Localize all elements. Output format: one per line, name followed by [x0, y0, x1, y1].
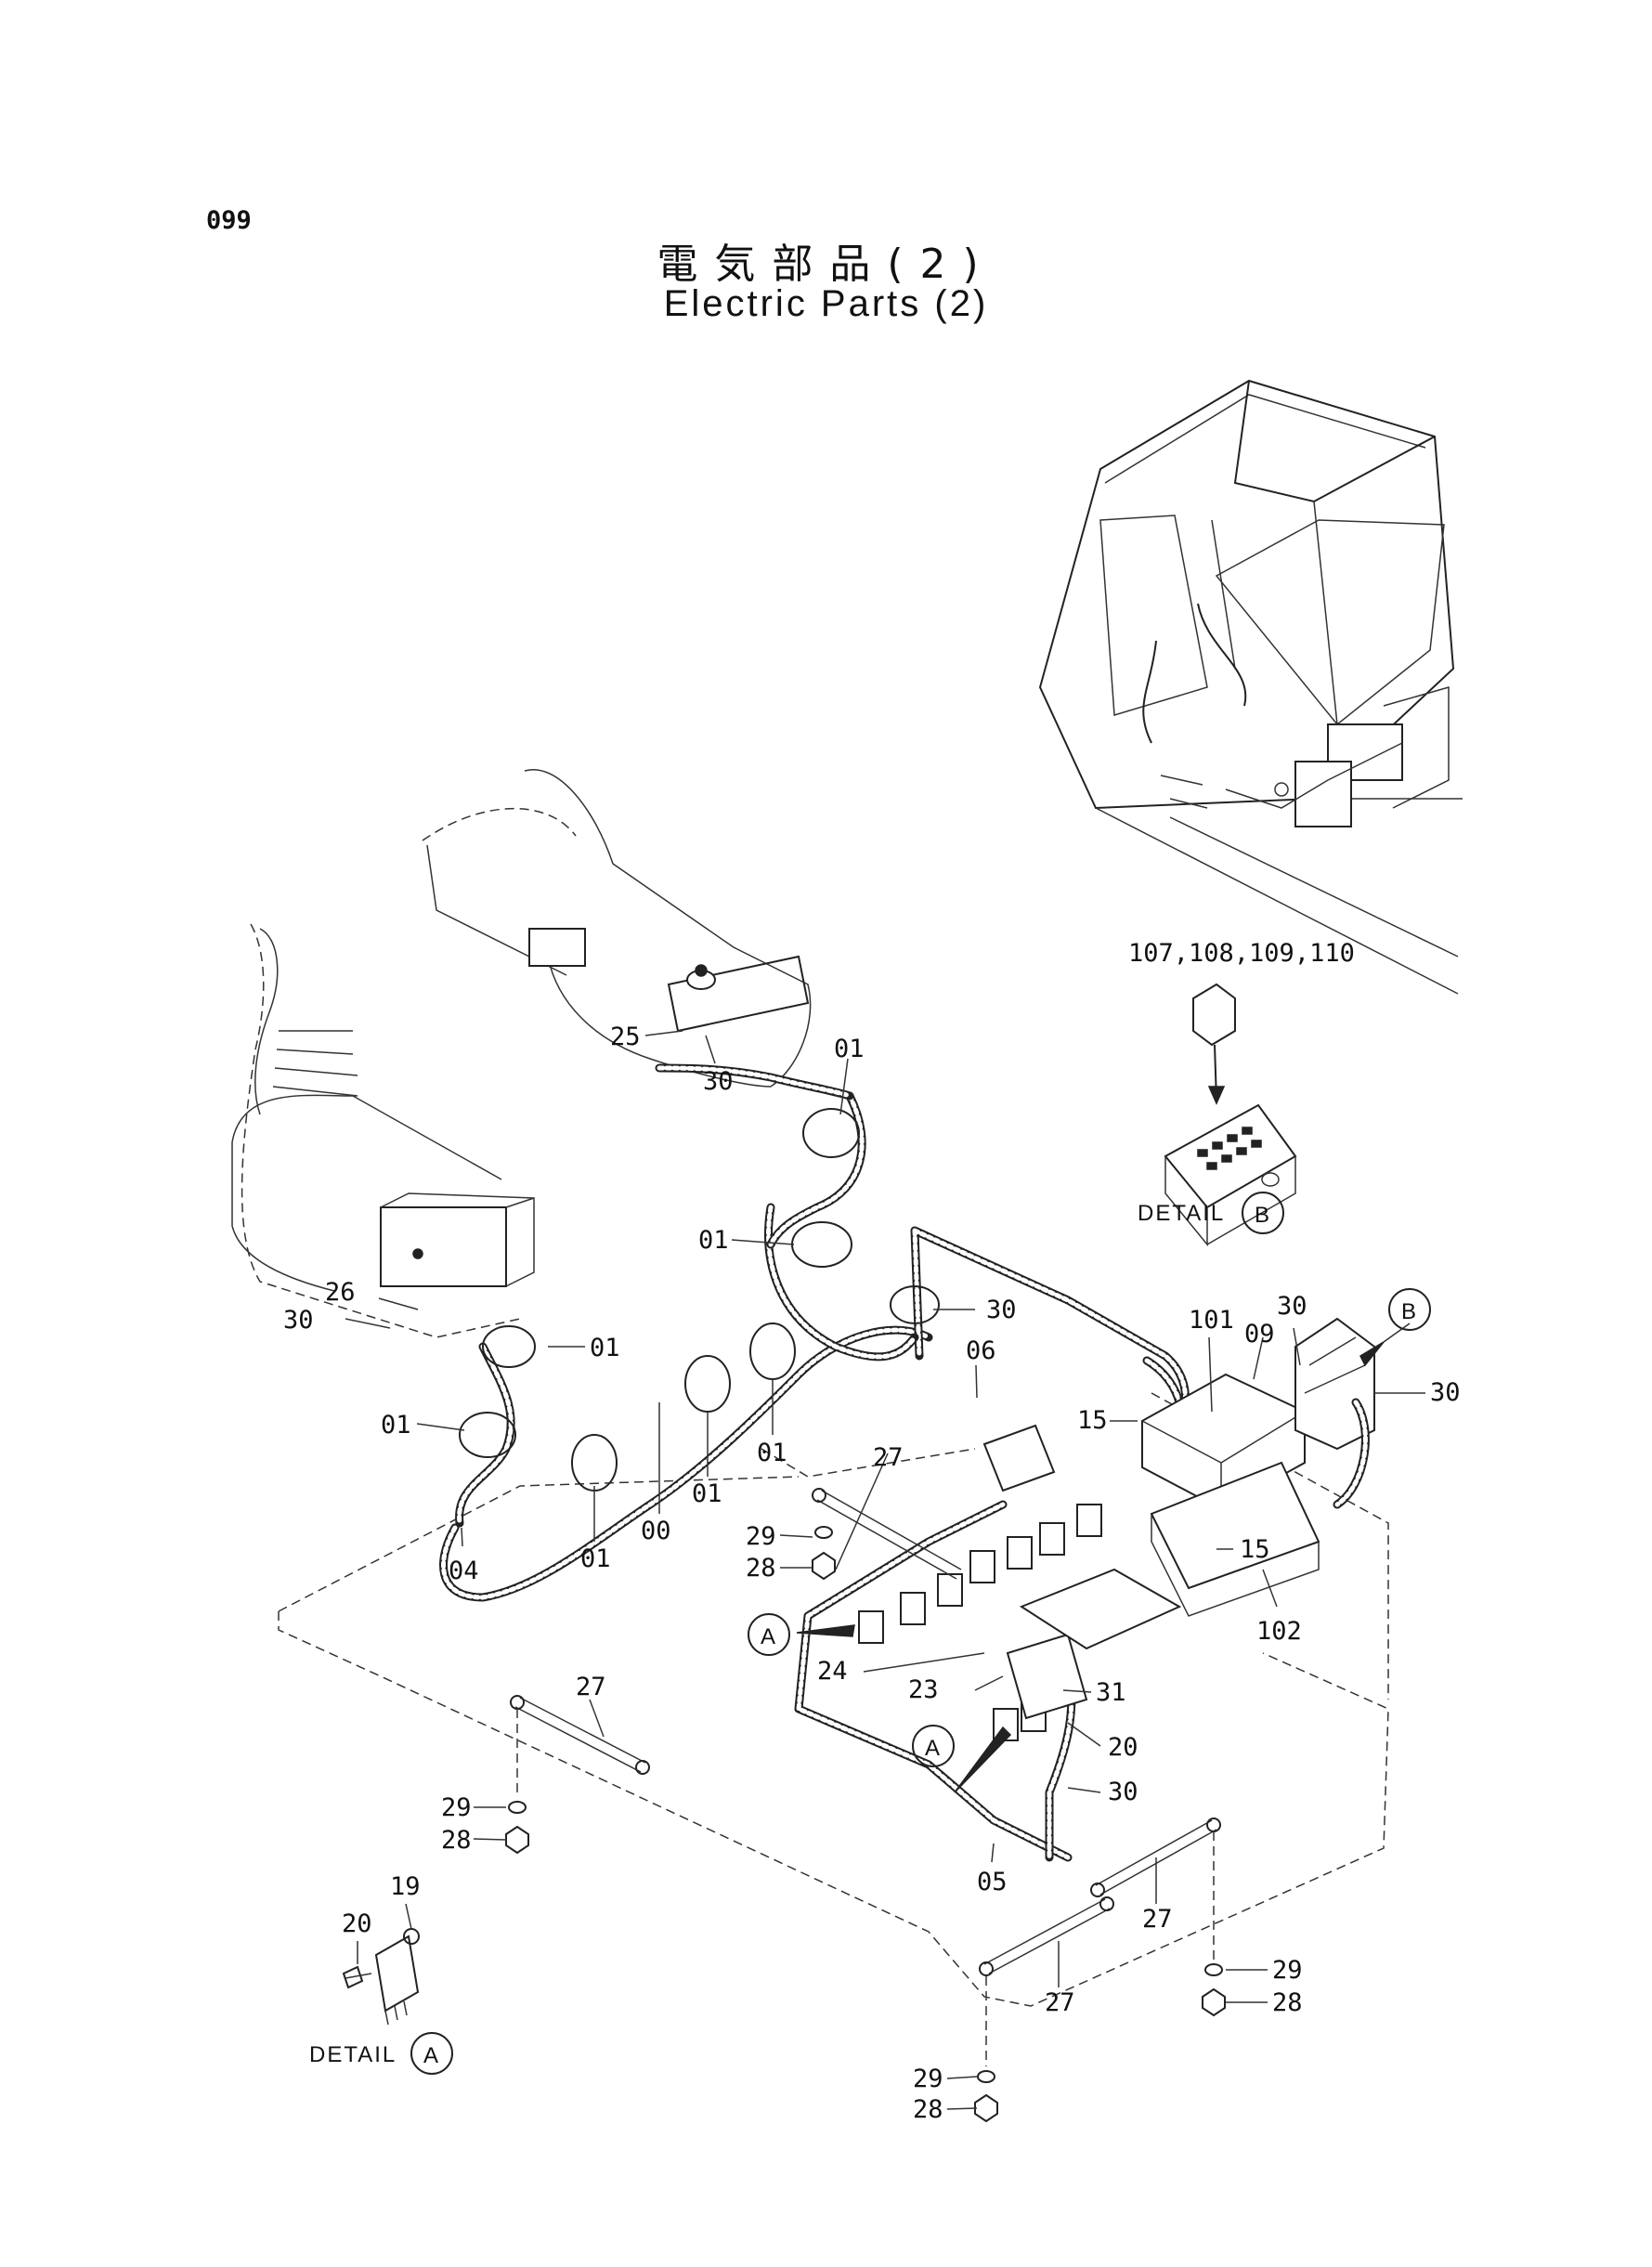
callout-01-mid: 01 [698, 1226, 729, 1255]
callout-101: 101 [1189, 1306, 1234, 1335]
callout-01-lower-left: 01 [381, 1411, 411, 1440]
page-title-japanese: 電気部品(2) [657, 241, 995, 288]
callout-01-c: 01 [757, 1439, 787, 1467]
callout-15-b: 15 [1240, 1535, 1270, 1564]
callout-19-detail: 19 [390, 1872, 421, 1901]
callout-29-top: 29 [746, 1522, 776, 1551]
callout-26: 26 [325, 1278, 356, 1307]
callout-20-main: 20 [1108, 1733, 1138, 1762]
page-title-english: Electric Parts (2) [663, 283, 989, 324]
callout-28-bottom: 28 [913, 2095, 943, 2124]
callout-04: 04 [449, 1557, 479, 1585]
callout-28-top: 28 [746, 1554, 776, 1583]
washers-and-nuts [505, 1526, 1226, 2123]
cab-overview-drawing [1038, 379, 1463, 995]
marker-b: B [1388, 1288, 1431, 1331]
callout-27-top: 27 [873, 1443, 904, 1472]
fuse-box-detail-b [1164, 983, 1297, 1247]
callout-30-right: 30 [1430, 1378, 1461, 1407]
page-number: 099 [206, 206, 252, 235]
callout-30-left: 30 [283, 1306, 314, 1335]
callout-01-left: 01 [590, 1334, 620, 1362]
callout-30-main: 30 [1108, 1778, 1138, 1806]
callout-28-left: 28 [441, 1826, 472, 1855]
marker-a1-letter: A [761, 1624, 777, 1649]
callout-23: 23 [908, 1675, 939, 1704]
detail-a-label: DETAIL A [309, 2032, 453, 2075]
detail-b-letter: B [1255, 1203, 1271, 1228]
callout-29-right: 29 [1272, 1956, 1303, 1985]
callout-fuse-set: 107,108,109,110 [1128, 939, 1355, 968]
callout-28-right: 28 [1272, 1988, 1303, 2017]
leader-lines [345, 1030, 1425, 2110]
detail-a-text: DETAIL [309, 2042, 397, 2067]
callout-102: 102 [1256, 1617, 1302, 1646]
callout-05: 05 [977, 1868, 1008, 1896]
callout-01-top: 01 [834, 1035, 865, 1063]
relay-connectors [858, 1424, 1182, 1741]
detail-a-letter: A [423, 2043, 440, 2068]
callout-00: 00 [641, 1517, 671, 1545]
callout-27-left: 27 [576, 1673, 606, 1701]
callout-15-a: 15 [1077, 1406, 1108, 1435]
marker-b-letter: B [1401, 1299, 1418, 1324]
harness-clamps [459, 1108, 940, 1492]
right-console-drawing [422, 768, 812, 1088]
callout-01-b: 01 [692, 1479, 722, 1508]
callout-30-top: 30 [703, 1067, 734, 1096]
marker-a2-letter: A [925, 1736, 942, 1761]
detail-b-label: DETAIL B [1138, 1192, 1284, 1234]
callout-29-bottom: 29 [913, 2065, 943, 2093]
callout-labels: 107,108,109,110 25 30 01 01 30 26 30 01 … [283, 939, 1461, 2124]
callout-25: 25 [610, 1023, 641, 1051]
callout-30-right-top: 30 [1277, 1292, 1307, 1321]
callout-24: 24 [817, 1657, 848, 1686]
callout-09: 09 [1244, 1320, 1275, 1348]
callout-20-detail: 20 [342, 1909, 372, 1938]
left-console-drawing [231, 923, 535, 1338]
fuse-slots [1197, 1127, 1262, 1170]
controller-units [1141, 1373, 1320, 1617]
callout-06: 06 [966, 1336, 996, 1365]
callout-29-left: 29 [441, 1793, 472, 1822]
marker-a1: A [748, 1613, 790, 1656]
floor-straps [510, 1488, 1221, 2066]
callout-31: 31 [1096, 1678, 1126, 1707]
marker-a2: A [912, 1725, 955, 1767]
detail-b-text: DETAIL [1138, 1201, 1225, 1226]
fuse-bracket-b [1294, 1317, 1375, 1509]
callout-30-clip: 30 [986, 1296, 1017, 1324]
callout-27-r1: 27 [1142, 1905, 1173, 1934]
detail-a-relay-drawing [342, 1928, 420, 2026]
callout-01-a: 01 [580, 1544, 611, 1573]
callout-27-r2: 27 [1045, 1988, 1075, 2017]
